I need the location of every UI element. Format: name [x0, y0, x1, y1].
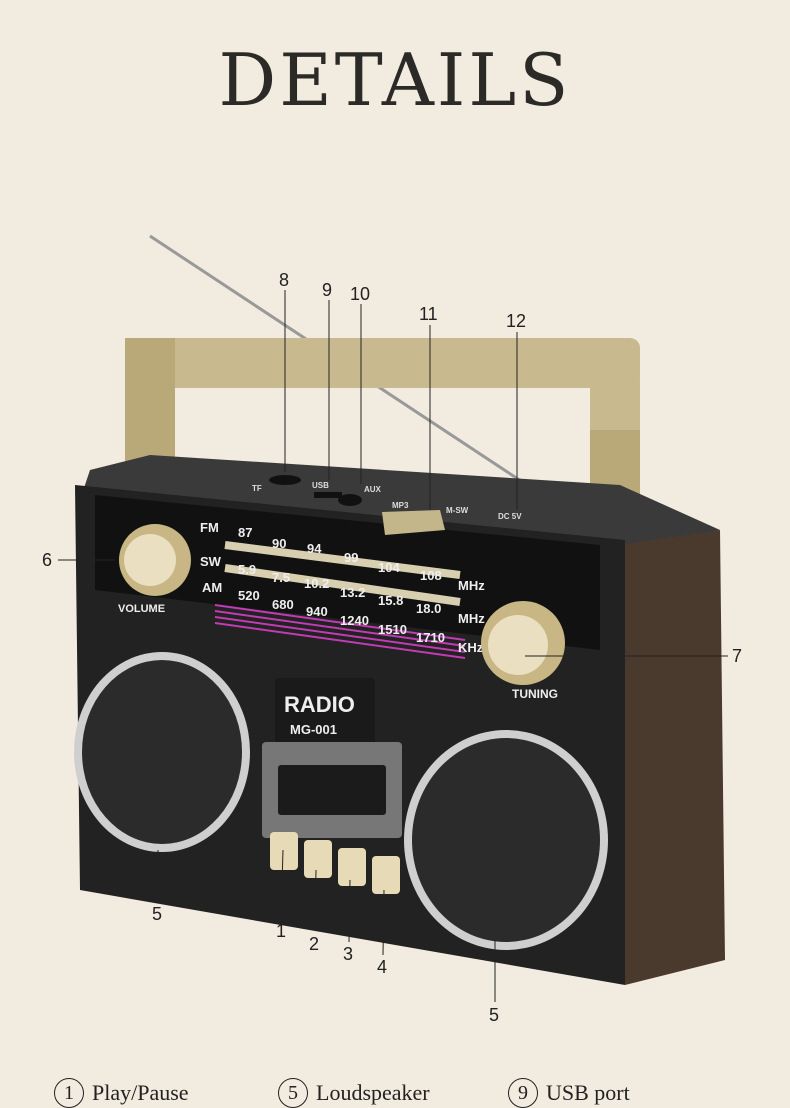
- fm-value: 108: [420, 568, 442, 583]
- am-label: AM: [202, 580, 222, 595]
- callout-2: 2: [309, 934, 319, 954]
- mode-switch-label: MP3: [392, 501, 409, 510]
- volume-label: VOLUME: [118, 603, 165, 615]
- callout-7: 7: [732, 646, 742, 666]
- callout-4: 4: [377, 957, 387, 977]
- usb-port-label: USB: [312, 481, 329, 490]
- dial-panel: [95, 495, 600, 650]
- sw-value: 10.2: [304, 576, 329, 591]
- callout-5-left: 5: [152, 904, 162, 924]
- callout-8: 8: [279, 270, 289, 290]
- mode-button: [372, 856, 400, 894]
- fm-unit: MHz: [458, 578, 485, 593]
- legend-label: Play/Pause: [92, 1080, 189, 1105]
- am-value: 940: [306, 604, 328, 619]
- sw-value: 18.0: [416, 601, 441, 616]
- callout-10: 10: [350, 284, 370, 304]
- legend-number: 1: [54, 1078, 84, 1108]
- am-value: 1710: [416, 630, 445, 645]
- brand-label: RADIO: [284, 692, 355, 717]
- aux-port-label: AUX: [364, 485, 382, 494]
- callout-1: 1: [276, 921, 286, 941]
- sw-value: 13.2: [340, 585, 365, 600]
- callout-11: 11: [419, 304, 438, 324]
- legend-label: Loudspeaker: [316, 1080, 430, 1105]
- sw-value: 7.5: [272, 570, 290, 585]
- dc-port-label: DC 5V: [498, 512, 522, 521]
- fm-value: 87: [238, 525, 252, 540]
- fm-value: 104: [378, 560, 400, 575]
- callout-6: 6: [42, 550, 52, 570]
- tf-slot: [269, 475, 301, 485]
- fm-value: 94: [307, 541, 322, 556]
- legend-item: 1 Play/Pause: [54, 1078, 189, 1108]
- am-value: 520: [238, 588, 260, 603]
- callout-3: 3: [343, 944, 353, 964]
- sw-value: 15.8: [378, 593, 403, 608]
- cassette-window: [278, 765, 386, 815]
- next-button: [338, 848, 366, 886]
- legend-label: USB port: [546, 1080, 630, 1105]
- aux-jack: [338, 494, 362, 506]
- legend-number: 9: [508, 1078, 538, 1108]
- sw-unit: MHz: [458, 611, 485, 626]
- am-value: 1510: [378, 622, 407, 637]
- am-value: 680: [272, 597, 294, 612]
- page-title: DETAILS: [218, 38, 572, 122]
- sw-label: SW: [200, 554, 222, 569]
- usb-port: [314, 492, 342, 498]
- top-panel: [80, 455, 720, 545]
- callout-9: 9: [322, 280, 332, 300]
- tuning-knob: [481, 601, 565, 685]
- brand-badge: [275, 678, 375, 744]
- mode-switch: [382, 510, 445, 535]
- sw-value: 5.9: [238, 562, 256, 577]
- am-unit: KHz: [458, 640, 484, 655]
- wood-side-panel: [620, 530, 725, 985]
- volume-knob: [119, 524, 191, 596]
- play-pause-button: [270, 832, 298, 870]
- legend-item: 9 USB port: [508, 1078, 630, 1108]
- legend-item: 5 Loudspeaker: [278, 1078, 430, 1108]
- left-speaker: [74, 652, 250, 852]
- tuning-label: TUNING: [512, 687, 558, 701]
- tf-port-label: TF: [252, 484, 262, 493]
- am-value: 1240: [340, 613, 369, 628]
- right-speaker: [404, 730, 608, 950]
- band-switch-label: M-SW: [446, 506, 469, 515]
- previous-button: [304, 840, 332, 878]
- fm-label: FM: [200, 520, 219, 535]
- fm-value: 99: [344, 550, 358, 565]
- model-label: MG-001: [290, 722, 337, 737]
- callout-12: 12: [506, 311, 526, 331]
- legend-number: 5: [278, 1078, 308, 1108]
- fm-value: 90: [272, 536, 286, 551]
- callout-5-right: 5: [489, 1005, 499, 1025]
